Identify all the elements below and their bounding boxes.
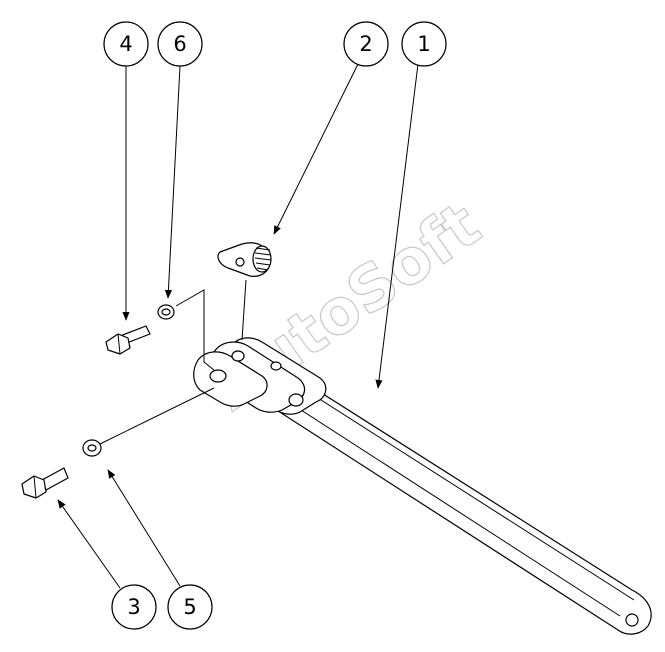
callout-4-label: 4 [119,32,132,56]
callout-1-label: 1 [417,32,430,56]
callout-5-label: 5 [183,595,196,619]
hinge-bracket [193,337,327,415]
upper-washer [157,304,175,320]
callout-2-label: 2 [359,32,372,56]
leader-lines [57,63,419,589]
upper-bolt [105,325,151,355]
callout-6: 6 [157,21,203,67]
callout-3-label: 3 [127,595,140,619]
lower-washer [82,439,102,457]
callout-3: 3 [111,584,157,630]
lower-bolt [21,467,69,499]
knurled-cam [217,242,272,277]
callout-1: 1 [401,21,447,67]
callout-5: 5 [167,584,213,630]
assembly-lines [99,279,247,445]
callout-4: 4 [103,21,149,67]
callout-2: 2 [343,21,389,67]
callout-6-label: 6 [173,32,186,56]
